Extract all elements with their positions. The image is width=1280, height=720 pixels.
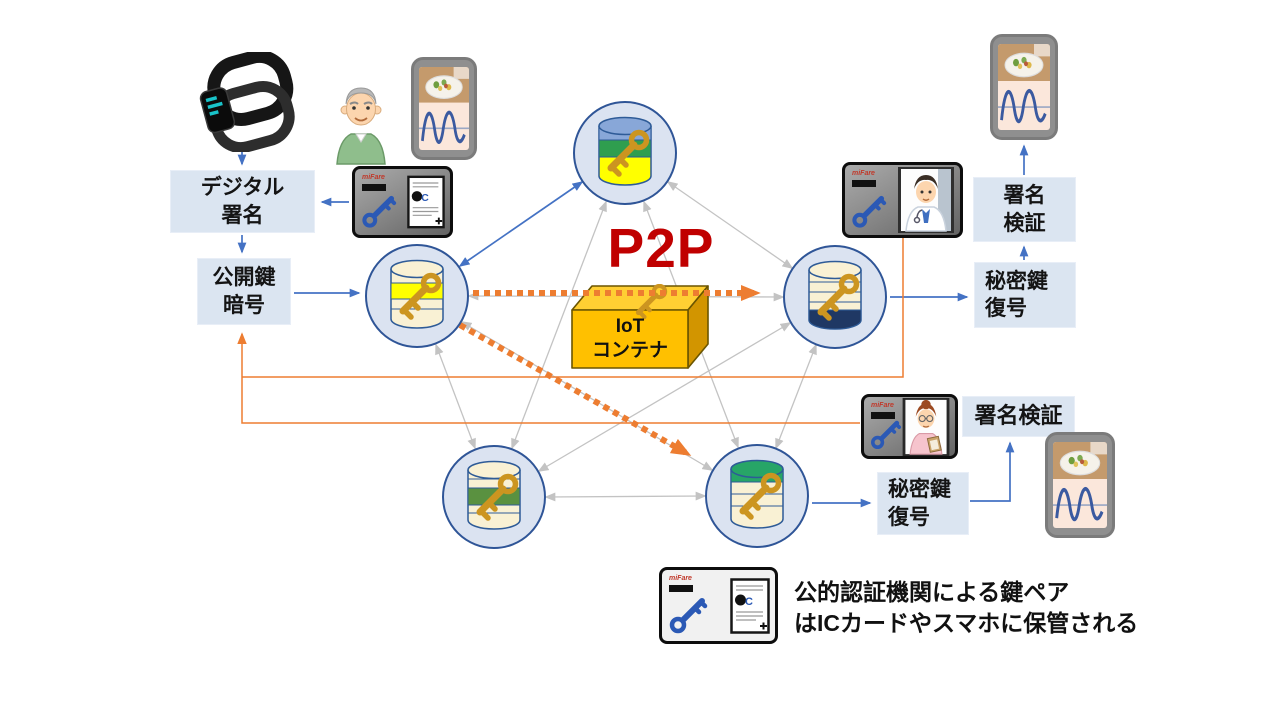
database-icon bbox=[598, 116, 652, 186]
database-icon bbox=[467, 460, 521, 530]
private-key-decryption-bottom-box: 秘密鍵 復号 bbox=[877, 472, 969, 535]
process-arrows bbox=[237, 144, 1029, 508]
mifare-logo: miFare bbox=[362, 174, 385, 181]
peer-node-bottom-right bbox=[705, 444, 809, 548]
food-photo bbox=[1053, 442, 1107, 480]
certificate-icon: C bbox=[407, 175, 445, 229]
digital-signature-line2: 署名 bbox=[221, 203, 264, 227]
elderly-man-avatar bbox=[336, 87, 386, 165]
ic-card-doctor: miFare bbox=[842, 162, 963, 238]
phone-screen bbox=[1053, 442, 1107, 528]
priv-key-top-line2: 復号 bbox=[985, 297, 1027, 320]
blue-key-icon bbox=[359, 187, 401, 231]
p2p-title: P2P bbox=[607, 217, 715, 279]
smartwatch-icon bbox=[199, 52, 295, 152]
sig-verify-bottom-label: 署名検証 bbox=[974, 403, 1063, 429]
public-key-line1: 公開鍵 bbox=[212, 266, 276, 290]
cert-letter: C bbox=[745, 596, 753, 608]
card-chip-badge bbox=[852, 180, 876, 187]
cert-letter: C bbox=[421, 193, 429, 204]
card-chip-badge bbox=[669, 585, 693, 592]
database-icon bbox=[808, 260, 862, 330]
vital-wave-chart bbox=[1053, 486, 1107, 522]
phone-screen bbox=[998, 44, 1050, 130]
database-icon bbox=[730, 459, 784, 529]
peer-node-right bbox=[783, 245, 887, 349]
mifare-logo: miFare bbox=[852, 170, 875, 177]
digital-signature-box: デジタル 署名 bbox=[170, 170, 315, 233]
card-chip-badge bbox=[871, 412, 895, 419]
smartphone-bottom-right bbox=[1045, 432, 1115, 538]
peer-node-bottom-left bbox=[442, 445, 546, 549]
digital-signature-line1: デジタル bbox=[200, 176, 285, 200]
smartphone-top-right bbox=[990, 34, 1058, 140]
blue-key-icon bbox=[849, 187, 891, 231]
blue-key-icon bbox=[868, 412, 906, 452]
database-icon bbox=[390, 259, 444, 329]
mifare-logo: miFare bbox=[871, 402, 894, 409]
return-paths bbox=[237, 238, 904, 424]
phone-screen bbox=[419, 67, 469, 150]
food-photo bbox=[998, 44, 1050, 82]
legend-caption: 公的認証機関による鍵ペア はICカードやスマホに保管される bbox=[794, 577, 1138, 639]
signature-verification-bottom-box: 署名検証 bbox=[962, 396, 1075, 437]
certificate-icon: C bbox=[730, 577, 770, 634]
priv-key-bottom-line1: 秘密鍵 bbox=[888, 478, 951, 502]
signature-verification-top-box: 署名 検証 bbox=[973, 177, 1076, 242]
vital-wave-chart bbox=[998, 88, 1050, 124]
smartphone-top-left bbox=[411, 57, 477, 160]
legend-line1: 公的認証機関による鍵ペア bbox=[794, 579, 1070, 605]
mifare-logo: miFare bbox=[669, 575, 692, 582]
peer-node-top bbox=[573, 101, 677, 205]
doctor-avatar bbox=[898, 167, 954, 233]
card-chip-badge bbox=[362, 184, 386, 191]
blue-key-icon bbox=[666, 589, 712, 637]
legend-ic-card: miFare C bbox=[659, 567, 778, 644]
public-key-line2: 暗号 bbox=[223, 293, 265, 317]
vital-wave-chart bbox=[419, 110, 469, 144]
priv-key-top-line1: 秘密鍵 bbox=[985, 269, 1048, 293]
nurse-avatar bbox=[902, 397, 950, 456]
sig-verify-top-line2: 検証 bbox=[1003, 211, 1046, 235]
public-key-encryption-box: 公開鍵 暗号 bbox=[197, 258, 291, 325]
sig-verify-top-line1: 署名 bbox=[1003, 184, 1046, 208]
food-photo bbox=[419, 67, 469, 103]
legend-line2: はICカードやスマホに保管される bbox=[794, 610, 1139, 637]
private-key-decryption-top-box: 秘密鍵 復号 bbox=[974, 262, 1076, 328]
peer-node-left bbox=[365, 244, 469, 348]
priv-key-bottom-line2: 復号 bbox=[888, 505, 930, 529]
ic-card-certificate: miFare C bbox=[352, 166, 453, 238]
ic-card-nurse: miFare bbox=[861, 394, 958, 459]
